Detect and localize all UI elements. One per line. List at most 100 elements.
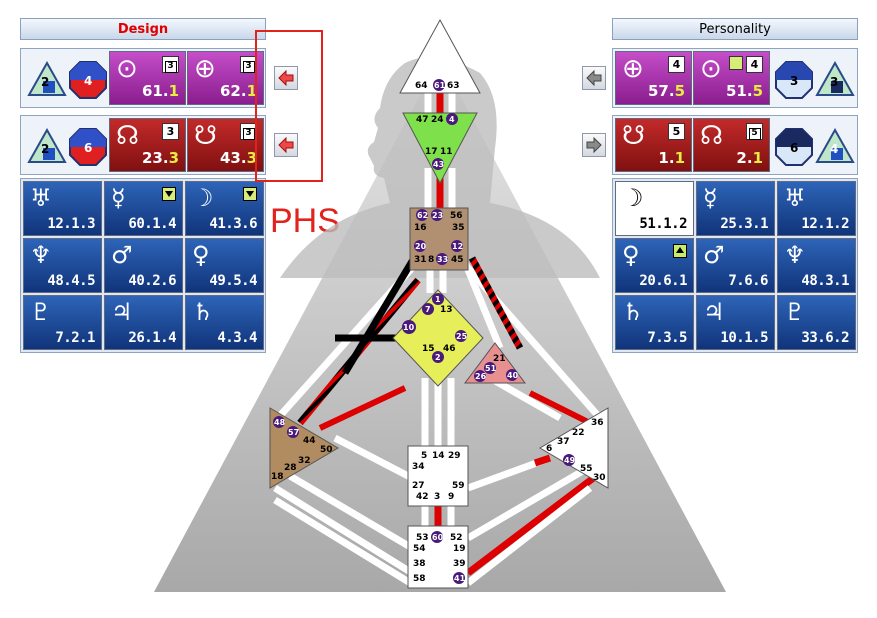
personality-earth-value: 57.5 xyxy=(647,82,685,100)
personality-arrow-button-1[interactable] xyxy=(582,66,606,90)
svg-text:31: 31 xyxy=(414,255,427,265)
phs-callout-box xyxy=(255,30,323,182)
personality-mercury-value: 25.3.1 xyxy=(720,216,768,232)
design-mercury-cell: ☿60.1.4 xyxy=(104,181,183,236)
svg-text:27: 27 xyxy=(412,481,425,491)
personality-moon-icon: ☽ xyxy=(622,184,644,212)
personality-sun-value: 51.5 xyxy=(725,82,763,100)
svg-text:18: 18 xyxy=(271,472,284,482)
design-jupiter-cell: ♃26.1.4 xyxy=(104,295,183,350)
personality-south-node-value: 1.1 xyxy=(658,149,685,167)
personality-venus-icon: ♀ xyxy=(622,241,640,269)
personality-venus-exalted-icon xyxy=(673,244,687,258)
personality-sun-icon: ⊙ xyxy=(700,54,722,84)
svg-text:64: 64 xyxy=(415,81,428,91)
solar-plexus-center xyxy=(539,407,609,489)
design-arrow-button-2[interactable] xyxy=(274,133,298,157)
personality-south-node-icon: ☋ xyxy=(622,121,646,151)
personality-mars-value: 7.6.6 xyxy=(728,273,768,289)
svg-text:60: 60 xyxy=(432,533,444,542)
svg-text:21: 21 xyxy=(493,354,506,364)
design-activation-row-1: 2 4 ⊙ 3 61.1 ⊕ 3 62.1 xyxy=(20,48,266,108)
personality-south-node-line-badge: 5 xyxy=(668,123,685,140)
svg-text:11: 11 xyxy=(440,147,453,157)
personality-north-node-line-badge: 5 xyxy=(746,123,763,140)
personality-earth-line-badge: 4 xyxy=(668,56,685,73)
design-neptune-icon: ♆ xyxy=(30,241,52,269)
svg-text:56: 56 xyxy=(450,211,463,221)
svg-text:52: 52 xyxy=(450,533,463,543)
personality-variable-right-2-icon xyxy=(815,128,855,163)
personality-pluto-icon: ♇ xyxy=(784,298,806,326)
personality-north-node-icon: ☊ xyxy=(700,121,724,151)
design-south-node-cell: ☋ 3 43.3 xyxy=(187,118,264,172)
personality-mercury-icon: ☿ xyxy=(703,184,718,212)
arrow-left-red-icon xyxy=(278,70,294,86)
design-mars-cell: ♂40.2.6 xyxy=(104,238,183,293)
design-saturn-value: 4.3.4 xyxy=(217,330,257,346)
design-variable-right-2-icon xyxy=(69,128,107,166)
personality-neptune-cell: ♆48.3.1 xyxy=(777,238,856,293)
svg-text:54: 54 xyxy=(413,544,426,554)
personality-variable-left-icon xyxy=(775,61,813,99)
personality-moon-value: 51.1.2 xyxy=(639,216,687,232)
personality-north-node-value: 2.1 xyxy=(736,149,763,167)
svg-text:35: 35 xyxy=(452,223,465,233)
svg-text:44: 44 xyxy=(303,436,316,446)
personality-jupiter-value: 10.1.5 xyxy=(720,330,768,346)
svg-text:47: 47 xyxy=(416,115,429,125)
personality-earth-cell: ⊕ 4 57.5 xyxy=(615,51,692,105)
personality-variable-left-2-icon xyxy=(775,128,813,166)
svg-text:43: 43 xyxy=(433,160,444,169)
svg-text:16: 16 xyxy=(414,223,427,233)
svg-text:45: 45 xyxy=(451,255,464,265)
design-variable-left-number: 2 xyxy=(41,75,50,89)
design-saturn-icon: ♄ xyxy=(192,298,214,326)
svg-text:26: 26 xyxy=(475,372,487,381)
svg-text:57: 57 xyxy=(288,428,299,437)
svg-text:4: 4 xyxy=(449,115,455,124)
svg-text:32: 32 xyxy=(298,456,311,466)
bodygraph: 64 61 63 47 24 4 17 11 43 62 23 56 16 35… xyxy=(154,18,726,592)
personality-variable-right-2-number: 4 xyxy=(830,142,839,156)
personality-mercury-cell: ☿25.3.1 xyxy=(696,181,775,236)
design-pluto-icon: ♇ xyxy=(30,298,52,326)
personality-saturn-icon: ♄ xyxy=(622,298,644,326)
design-uranus-icon: ♅ xyxy=(30,184,52,212)
personality-arrow-button-2[interactable] xyxy=(582,133,606,157)
svg-text:55: 55 xyxy=(580,464,593,474)
design-arrow-button-1[interactable] xyxy=(274,66,298,90)
arrow-left-red-icon xyxy=(278,137,294,153)
design-north-node-value: 23.3 xyxy=(141,149,179,167)
design-neptune-cell: ♆48.4.5 xyxy=(23,238,102,293)
personality-variable-right-icon xyxy=(815,61,855,96)
svg-text:42: 42 xyxy=(416,492,429,502)
design-earth-icon: ⊕ xyxy=(194,54,216,84)
design-south-node-value: 43.3 xyxy=(219,149,257,167)
personality-pluto-value: 33.6.2 xyxy=(801,330,849,346)
svg-text:15: 15 xyxy=(422,344,435,354)
svg-text:7: 7 xyxy=(425,305,431,314)
personality-saturn-cell: ♄7.3.5 xyxy=(615,295,694,350)
svg-text:30: 30 xyxy=(593,473,606,483)
design-north-node-line-badge: 3 xyxy=(162,123,179,140)
svg-text:62: 62 xyxy=(417,211,428,220)
design-moon-value: 41.3.6 xyxy=(209,216,257,232)
design-variable-left-2-icon xyxy=(27,128,67,163)
design-venus-cell: ♀49.5.4 xyxy=(185,238,264,293)
svg-text:20: 20 xyxy=(415,242,427,251)
personality-uranus-cell: ♅12.1.2 xyxy=(777,181,856,236)
svg-text:33: 33 xyxy=(437,255,448,264)
design-venus-icon: ♀ xyxy=(192,241,210,269)
svg-text:61: 61 xyxy=(434,81,446,90)
svg-text:2: 2 xyxy=(435,353,441,362)
design-mars-icon: ♂ xyxy=(111,241,133,269)
design-mercury-value: 60.1.4 xyxy=(128,216,176,232)
design-pluto-cell: ♇7.2.1 xyxy=(23,295,102,350)
svg-text:39: 39 xyxy=(453,559,466,569)
personality-pluto-cell: ♇ 33.6.2 xyxy=(777,295,856,350)
personality-activation-row-1: ⊕ 4 57.5 ⊙ 4 51.5 3 3 xyxy=(612,48,858,108)
design-variable-right-number: 4 xyxy=(84,74,93,88)
design-moon-detriment-icon xyxy=(243,187,257,201)
personality-sun-cell: ⊙ 4 51.5 xyxy=(693,51,770,105)
